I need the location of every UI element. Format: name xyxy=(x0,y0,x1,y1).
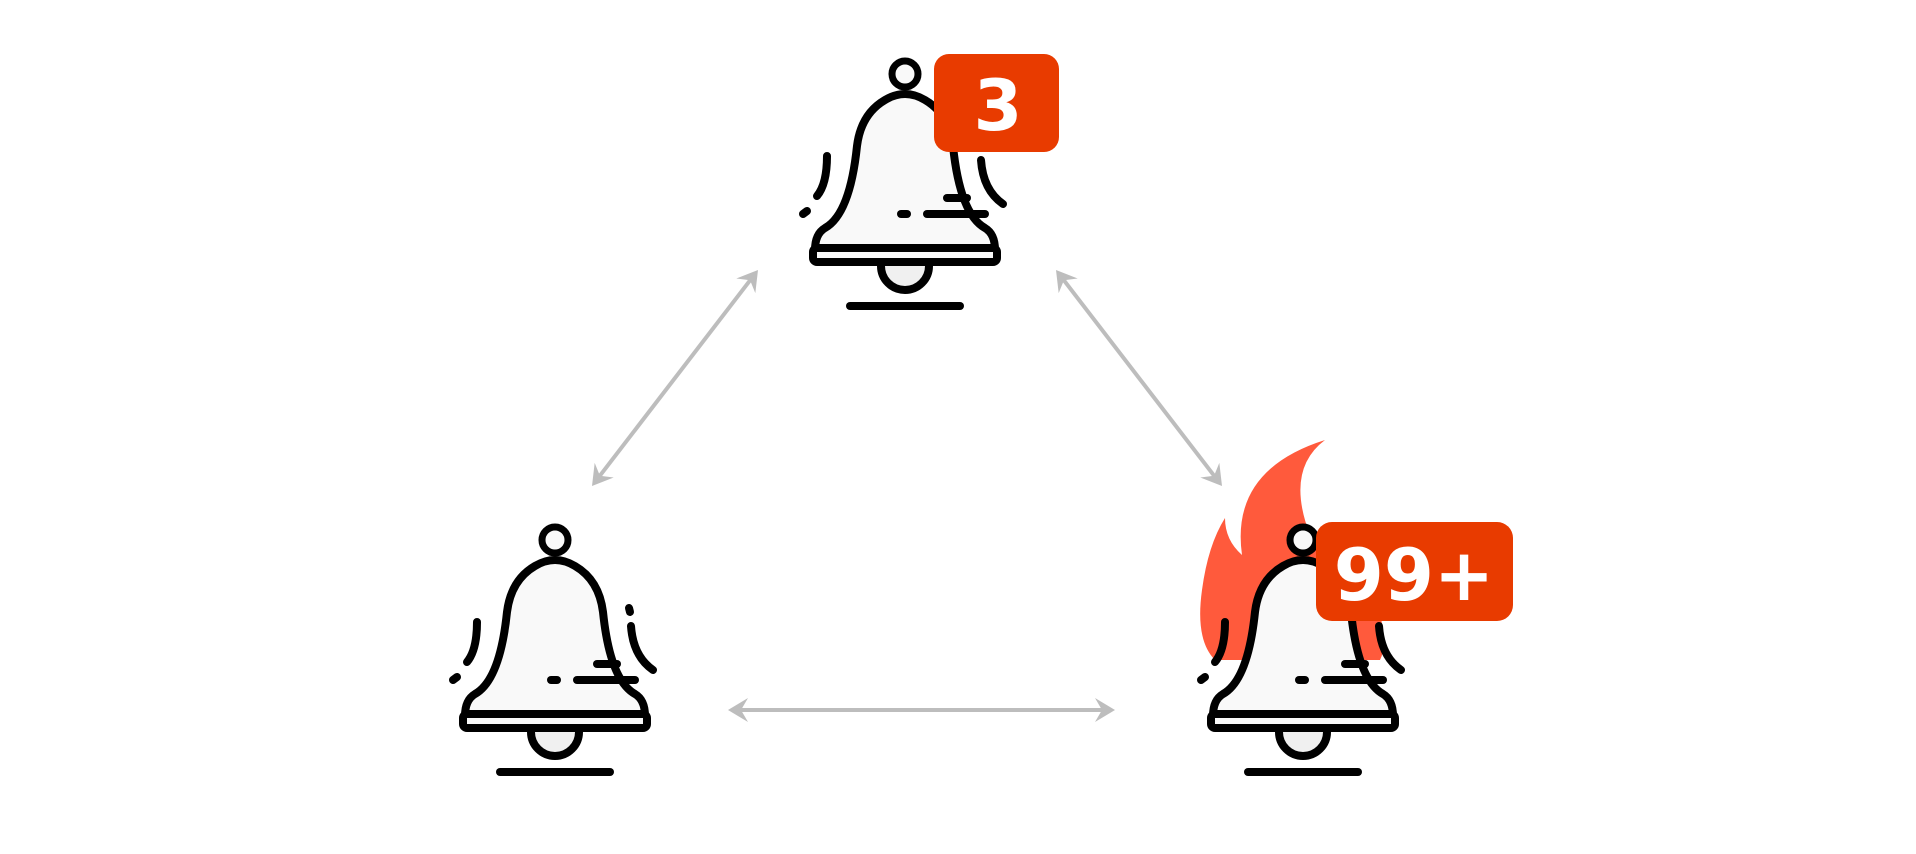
connector-arrows xyxy=(592,270,1222,722)
arrowhead-bottom-left xyxy=(592,462,614,486)
badge-top-count: 3 xyxy=(974,65,1023,147)
arrowhead-top xyxy=(736,270,758,294)
connector-line-top-bottom-left xyxy=(596,276,754,480)
arrowhead-bottom-right xyxy=(1200,462,1222,486)
bell-icon xyxy=(453,527,653,756)
connector-line-top-bottom-right xyxy=(1060,276,1218,480)
badge-bottom-right-count: 99+ xyxy=(1334,533,1495,617)
bell-bottom-left xyxy=(453,527,653,756)
arrowhead-bottom-right xyxy=(1095,698,1115,722)
arrowhead-top xyxy=(1056,270,1078,294)
badge-top: 3 xyxy=(934,54,1059,152)
badge-bottom-right-background xyxy=(1316,522,1513,621)
badge-bottom-right: 99+ xyxy=(1316,522,1513,621)
badge-top-background xyxy=(934,54,1059,152)
arrowhead-bottom-left xyxy=(728,698,748,722)
